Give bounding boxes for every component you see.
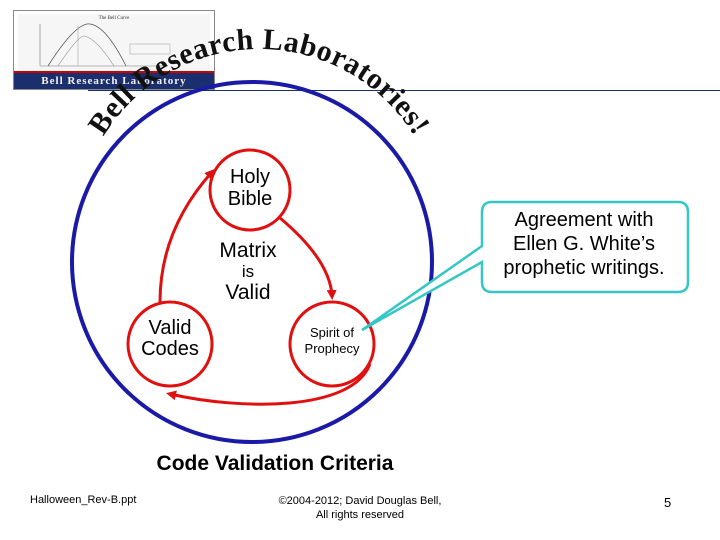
header-rule [88, 90, 720, 91]
footer-copyright: ©2004-2012; David Douglas Bell, All righ… [278, 495, 442, 521]
valid-codes-label: Valid Codes [141, 317, 199, 360]
arrow-codes-to-bible [158, 169, 215, 303]
valid-codes-circle [126, 300, 214, 388]
callout-text: Agreement with Ellen G. White’s propheti… [503, 209, 665, 279]
holy-bible-circle [208, 148, 292, 232]
diagram-caption: Code Validation Criteria [156, 452, 394, 475]
logo-banner: Bell Research Laboratory [14, 71, 214, 89]
holy-bible-label: Holy Bible [227, 166, 273, 210]
callout-balloon [361, 200, 690, 332]
logo-bell-curve-icon [39, 23, 171, 67]
footer-filename: Halloween_Rev-B.ppt [30, 494, 137, 506]
page-number: 5 [664, 495, 672, 510]
spirit-of-prophecy-circle [288, 300, 376, 388]
outer-blue-circle [70, 80, 434, 444]
logo-plot-title: The Bell Curve [98, 16, 130, 21]
logo-plot-thumbnail: The Bell Curve [18, 14, 210, 72]
header-logo: The Bell Curve Bell Research Laboratory [13, 10, 215, 90]
arrow-spirit-to-codes [166, 363, 372, 406]
matrix-label: Matrix is Valid [219, 239, 277, 304]
arrow-bible-to-spirit [279, 216, 337, 300]
spirit-of-prophecy-label: Spirit of Prophecy [304, 325, 360, 356]
